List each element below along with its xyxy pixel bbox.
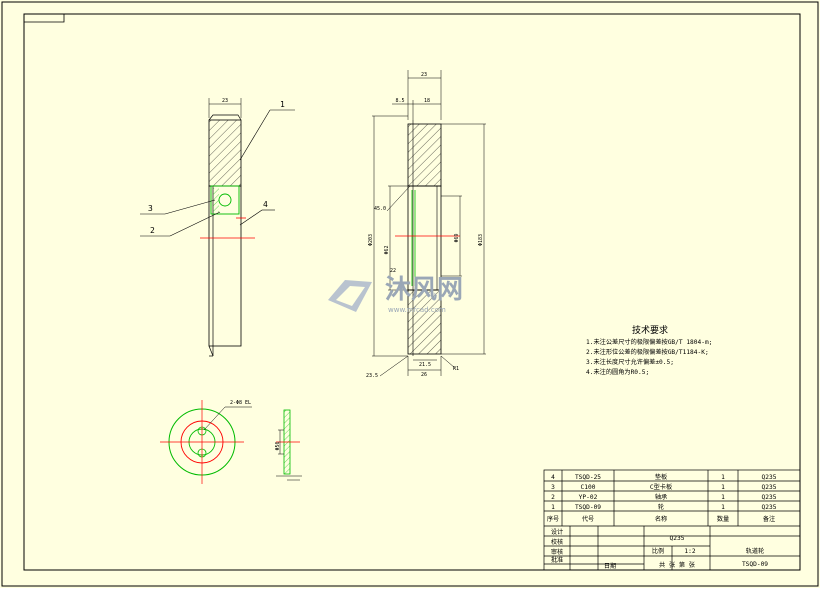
- bom-code: TSQD-09: [575, 504, 601, 511]
- title-block: 设计 校核 审核 批准 日期 Q235 比例 1:2 共 张 第 张 轨道轮 T…: [551, 528, 768, 570]
- tb-material: Q235: [670, 535, 685, 542]
- bom-name: C型卡板: [650, 483, 672, 491]
- watermark: 沐风网 www.mfcad.com: [328, 275, 463, 314]
- detail-front-view: 2-Φ8 EL: [160, 400, 252, 484]
- bom-qty: 1: [721, 494, 725, 501]
- bom-name: 轮: [658, 503, 664, 511]
- tb-drawing-no: TSQD-09: [742, 561, 768, 568]
- tb-sheets: 共 张 第 张: [659, 561, 696, 569]
- callout-3: 3: [148, 204, 153, 213]
- bom-header-name: 名称: [655, 515, 667, 523]
- bom-no: 2: [551, 494, 555, 501]
- bom-material: Q235: [762, 504, 777, 511]
- callout-2: 2: [150, 226, 155, 235]
- tech-requirements: 技术要求 1.未注公差尺寸的极限偏差按GB/T 1804-m; 2.未注形位公差…: [586, 324, 712, 376]
- callout-1: 1: [280, 100, 285, 109]
- tech-req-item: 2.未注形位公差的极限偏差按GB/T1184-K;: [586, 348, 709, 356]
- tech-req-item: 1.未注公差尺寸的极限偏差按GB/T 1804-m;: [586, 338, 712, 346]
- callout-4: 4: [263, 200, 268, 209]
- bom-material: Q235: [762, 494, 777, 501]
- dim-bottom-c: 23.5: [366, 373, 378, 379]
- left-section-view: 23 1 3 2 4: [140, 98, 295, 357]
- bom-header-qty: 数量: [717, 515, 729, 523]
- bom-code: TSQD-25: [575, 474, 601, 481]
- bom-code: C100: [581, 484, 596, 491]
- bom-name: 垫板: [655, 473, 667, 481]
- dim-right-small: 8.5: [395, 98, 404, 104]
- dim-bore-dia: Φ62: [384, 245, 390, 254]
- bom-table: [543, 469, 801, 571]
- bom-material: Q235: [762, 474, 777, 481]
- bom-qty: 1: [721, 504, 725, 511]
- tb-check: 校核: [551, 538, 563, 546]
- bom-name: 轴承: [655, 493, 667, 501]
- tb-scale-label: 比例: [652, 547, 664, 555]
- detail-note: 2-Φ8 EL: [230, 400, 251, 406]
- tb-design: 设计: [551, 528, 563, 536]
- dim-right-total: 23: [421, 72, 427, 78]
- dim-right-mid: 18: [424, 98, 430, 104]
- bom-no: 1: [551, 504, 555, 511]
- bom-code: YP-02: [579, 494, 598, 501]
- dim-bottom-a: 21.5: [419, 362, 431, 368]
- tech-req-title: 技术要求: [632, 324, 668, 336]
- watermark-text: 沐风网: [385, 275, 463, 305]
- right-section-view: 23 8.5 18 Φ203 Φ62 45.0 Φ69 Φ183 22 21.5…: [366, 70, 486, 379]
- bom-qty: 1: [721, 484, 725, 491]
- tb-scale: 1:2: [684, 548, 695, 555]
- tb-approve: 批准: [551, 556, 563, 564]
- detail-side-view: Φ56: [275, 409, 302, 481]
- bom-material: Q235: [762, 484, 777, 491]
- dim-mid-dia: Φ69: [454, 233, 460, 242]
- dim-big-dia: Φ183: [478, 234, 484, 246]
- bom-rows: 4 TSQD-25 垫板 1 Q235 3 C100 C型卡板 1 Q235 2…: [547, 473, 777, 523]
- tb-part-name: 轨道轮: [746, 547, 765, 555]
- bom-header-code: 代号: [582, 515, 594, 523]
- corner-tag: [23, 14, 65, 23]
- bom-no: 4: [551, 474, 555, 481]
- dim-left-width: 23: [222, 98, 228, 104]
- dim-bevel: 45.0: [374, 206, 386, 212]
- bom-header-no: 序号: [547, 515, 559, 523]
- dim-side: Φ56: [275, 441, 281, 450]
- watermark-sub: www.mfcad.com: [388, 306, 446, 314]
- tech-req-item: 3.未注长度尺寸允许偏差±0.5;: [586, 358, 674, 366]
- tech-req-item: 4.未注的圆角为R0.5;: [586, 368, 649, 376]
- bom-qty: 1: [721, 474, 725, 481]
- bom-no: 3: [551, 484, 555, 491]
- bom-header-note: 备注: [763, 515, 775, 523]
- tb-date-label: 日期: [604, 562, 616, 570]
- dim-bottom-b: 26: [421, 372, 427, 378]
- inner-frame: [23, 13, 801, 571]
- dim-r-note: R1: [453, 366, 459, 372]
- tb-review: 审核: [551, 548, 563, 556]
- dim-outer-dia: Φ203: [368, 234, 374, 246]
- dim-gap: 22: [390, 268, 396, 274]
